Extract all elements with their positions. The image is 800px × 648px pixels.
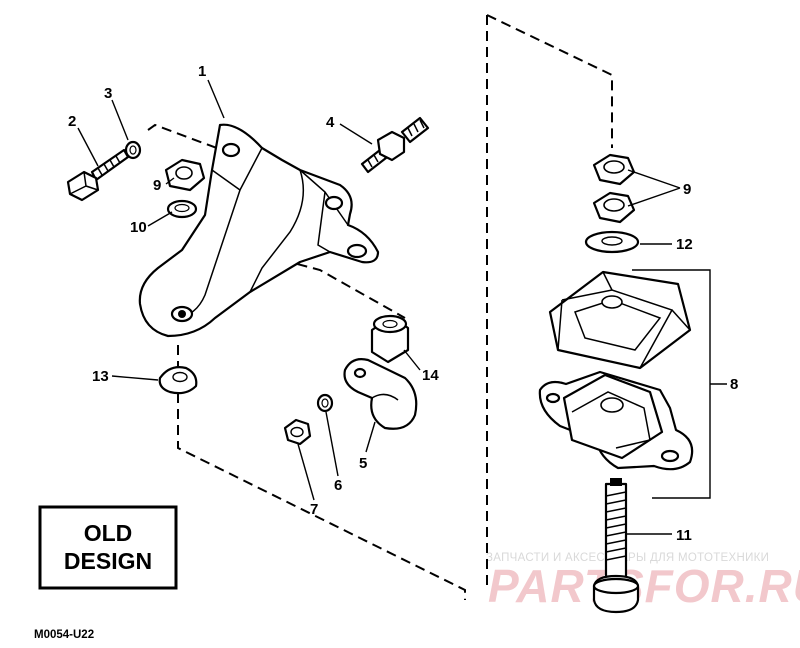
label-part-9-left: 9 [153,177,161,194]
long-bolt-part-11 [592,478,640,614]
label-part-11: 11 [676,527,692,544]
clamp-part-5 [343,358,418,430]
label-part-6: 6 [334,477,342,494]
engine-mount-part-8 [538,270,694,471]
label-part-13: 13 [92,368,109,385]
washer-part-12 [584,230,640,254]
bolt-part-2 [66,148,130,202]
lock-washer-part-6 [316,393,334,413]
spacer-part-14 [370,314,410,364]
leader-line-3 [111,99,129,141]
leader-line-6 [325,411,339,477]
label-part-14: 14 [422,367,439,384]
dash-bracket-to-mount [177,345,466,600]
leader-line-13 [111,375,159,381]
stud-part-4 [360,116,430,174]
label-part-12: 12 [676,236,693,253]
washer-part-13 [158,366,198,395]
nut-part-9-right-upper [592,153,636,186]
dash-top-to-nuts [486,14,613,148]
leader-line-9-right [627,169,681,207]
nut-part-9-left [164,158,206,192]
lock-washer-part-10 [166,199,198,219]
figure-code: M0054-U22 [34,629,94,641]
watermark-tagline: ЗАПЧАСТИ И АКСЕССУАРЫ ДЛЯ МОТОТЕХНИКИ [486,552,769,564]
nut-part-9-right-lower [592,191,636,224]
label-part-4: 4 [326,114,335,131]
leader-line-10 [147,211,173,227]
leader-line-14 [403,349,421,371]
bracket-part-1 [138,123,380,338]
leader-line-2 [77,127,99,167]
label-part-3: 3 [104,85,112,102]
label-part-1: 1 [198,63,206,80]
dash-washer-to-bracket [147,123,223,151]
leader-line-1 [207,79,225,119]
nut-part-7 [283,418,312,446]
old-design-box: OLD DESIGN [38,505,178,590]
leader-line-7 [297,443,315,501]
label-part-2: 2 [68,113,76,130]
leader-line-4 [339,123,373,145]
label-part-5: 5 [359,455,367,472]
label-part-10: 10 [130,219,147,236]
watermark-logo: PARTSFOR.RU [488,560,800,612]
dash-bracket-to-spacer [281,259,406,319]
label-part-8: 8 [730,376,738,393]
label-part-9-right: 9 [683,181,691,198]
label-part-7: 7 [310,501,318,518]
lock-washer-part-3 [124,140,142,160]
leader-line-5 [365,421,376,453]
leader-line-9-left [165,177,175,185]
old-design-line1: OLD [84,520,133,546]
old-design-line2: DESIGN [64,548,152,574]
